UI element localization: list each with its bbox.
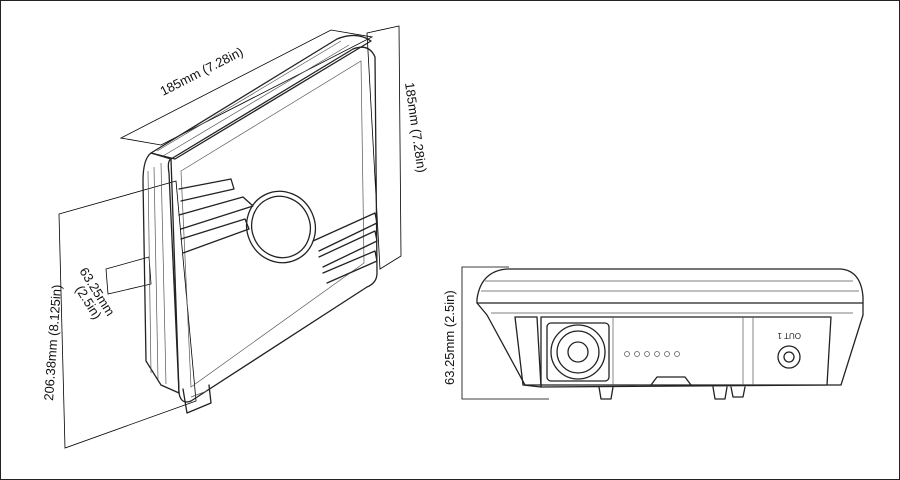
total-height-dimension-label: 206.38mm (8.125in) (41, 284, 64, 401)
out-port-label: OUT 1 (777, 331, 801, 340)
perspective-dimension-planes (58, 25, 402, 449)
access-point-perspective (142, 34, 378, 414)
height-dimension-label: 185mm (7.28in) (402, 81, 430, 173)
bottom-view-dimension: 63.25mm (2.5in) (442, 266, 549, 400)
width-dimension-label: 185mm (7.28in) (158, 44, 246, 99)
status-led-row (624, 351, 680, 357)
bottom-depth-dimension-label: 63.25mm (2.5in) (442, 290, 457, 385)
access-point-bottom-view: OUT 1 (476, 268, 864, 400)
